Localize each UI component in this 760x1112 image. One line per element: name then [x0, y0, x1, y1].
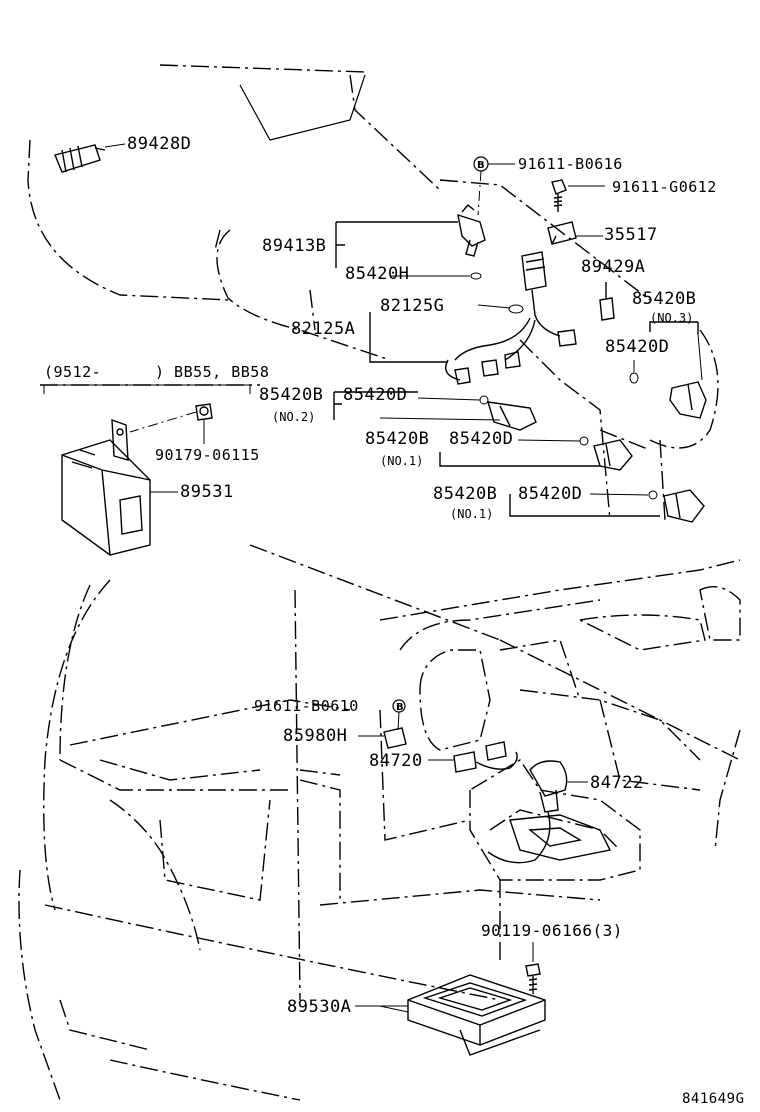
- ecu-89530A: [355, 974, 546, 1056]
- label-85420D-no1b: 85420D: [518, 484, 583, 504]
- label-no3: (NO.3): [650, 311, 694, 325]
- label-84720: 84720: [369, 751, 423, 771]
- label-89531: 89531: [180, 482, 234, 502]
- label-89530A: 89530A: [287, 997, 352, 1017]
- bracket-89413B: [335, 221, 458, 268]
- label-91611-B0610: 91611-B0610: [254, 697, 359, 715]
- label-range-models: ) BB55, BB58: [155, 363, 270, 381]
- bracket-35517: [547, 221, 603, 245]
- label-no1b: (NO.1): [450, 507, 494, 521]
- bolt-mark-b: B: [477, 160, 485, 171]
- label-85980H: 85980H: [283, 726, 348, 746]
- sensor-85420B-no2: [487, 401, 537, 431]
- module-89531: [61, 418, 151, 556]
- bracket-no1b: [509, 494, 660, 517]
- label-85420D-no1a: 85420D: [449, 429, 514, 449]
- label-no2: (NO.2): [272, 410, 316, 424]
- label-85420D-no3: 85420D: [605, 337, 670, 357]
- label-89429A: 89429A: [581, 257, 646, 277]
- label-35517: 35517: [604, 225, 658, 245]
- valve-89429A: [599, 282, 615, 321]
- roof-edge-line: [239, 74, 366, 141]
- label-85420B-no1a: 85420B: [365, 429, 430, 449]
- bracket-no3: [649, 321, 699, 334]
- bracket-no1a: [439, 452, 600, 467]
- label-no1a: (NO.1): [380, 454, 424, 468]
- label-range-open: (9512-: [44, 363, 102, 381]
- bracket-82125A: [369, 312, 448, 363]
- sensor-89413B: [457, 204, 486, 257]
- label-90179-06115: 90179-06115: [155, 446, 260, 464]
- range-bracket: [43, 384, 251, 394]
- sensor-85420B-no3: [669, 381, 707, 419]
- harness-84720: [428, 741, 518, 773]
- connector-89429A: [521, 251, 547, 316]
- label-85420H: 85420H: [345, 264, 410, 284]
- label-89428D: 89428D: [127, 134, 192, 154]
- bracket-no2: [333, 391, 418, 420]
- figure-code: 841649G: [682, 1091, 745, 1107]
- nut-90179-06115: [195, 403, 213, 421]
- console-shifter-slots: [509, 814, 612, 861]
- vehicle-interior-outline: [18, 559, 741, 1101]
- label-91611-G0612: 91611-G0612: [612, 178, 717, 196]
- label-85420B-no2: 85420B: [259, 385, 324, 405]
- label-84722: 84722: [590, 773, 644, 793]
- sensor-85420B-no1a: [593, 439, 633, 471]
- sensor-85420B-no1b: [663, 489, 705, 523]
- label-85420D-no2: 85420D: [343, 385, 408, 405]
- wire-harness-82125A: [445, 314, 577, 385]
- bracket-85980H: [358, 727, 407, 749]
- bolt-91611-G0612: [551, 179, 605, 212]
- vehicle-body-upper-outline: [27, 64, 741, 761]
- label-90119-06166: 90119-06166(3): [481, 921, 623, 940]
- label-82125G: 82125G: [380, 296, 445, 316]
- switch-84722: [487, 760, 588, 864]
- label-91611-B0616: 91611-B0616: [518, 155, 623, 173]
- label-89413B: 89413B: [262, 236, 327, 256]
- label-85420B-no1b: 85420B: [433, 484, 498, 504]
- label-82125A: 82125A: [291, 319, 356, 339]
- bolt-mark-b-lower: B: [396, 702, 404, 713]
- bolt-90119-06166: [525, 942, 541, 994]
- label-85420B-no3: 85420B: [632, 289, 697, 309]
- bulb-socket-89428D: [54, 143, 126, 173]
